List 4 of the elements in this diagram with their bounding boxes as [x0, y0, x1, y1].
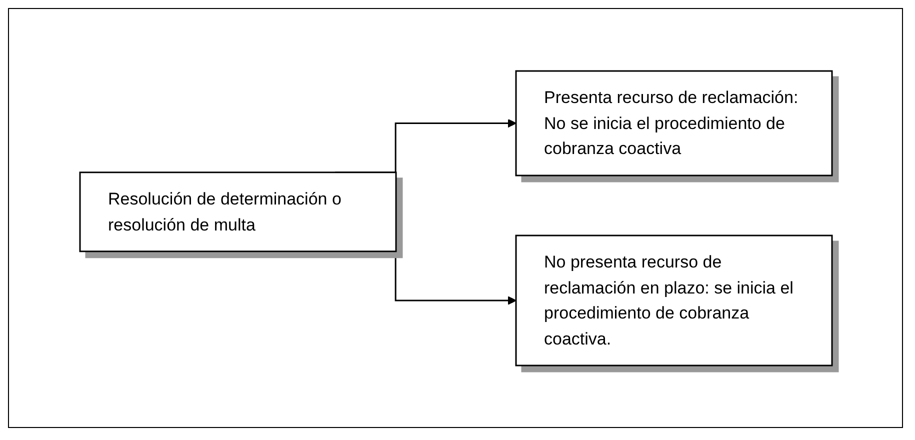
node-box — [78, 171, 396, 252]
node-box — [514, 234, 832, 366]
frame-border: Resolución de determinación o resolución de multa Presenta recurso de reclamación: No se inicia el procedimiento de cobranza coactiva No presenta recurso de reclamación en plazo: se inicia el procedimiento de cobranza coactiva. — [8, 8, 903, 428]
node-box — [514, 70, 832, 176]
